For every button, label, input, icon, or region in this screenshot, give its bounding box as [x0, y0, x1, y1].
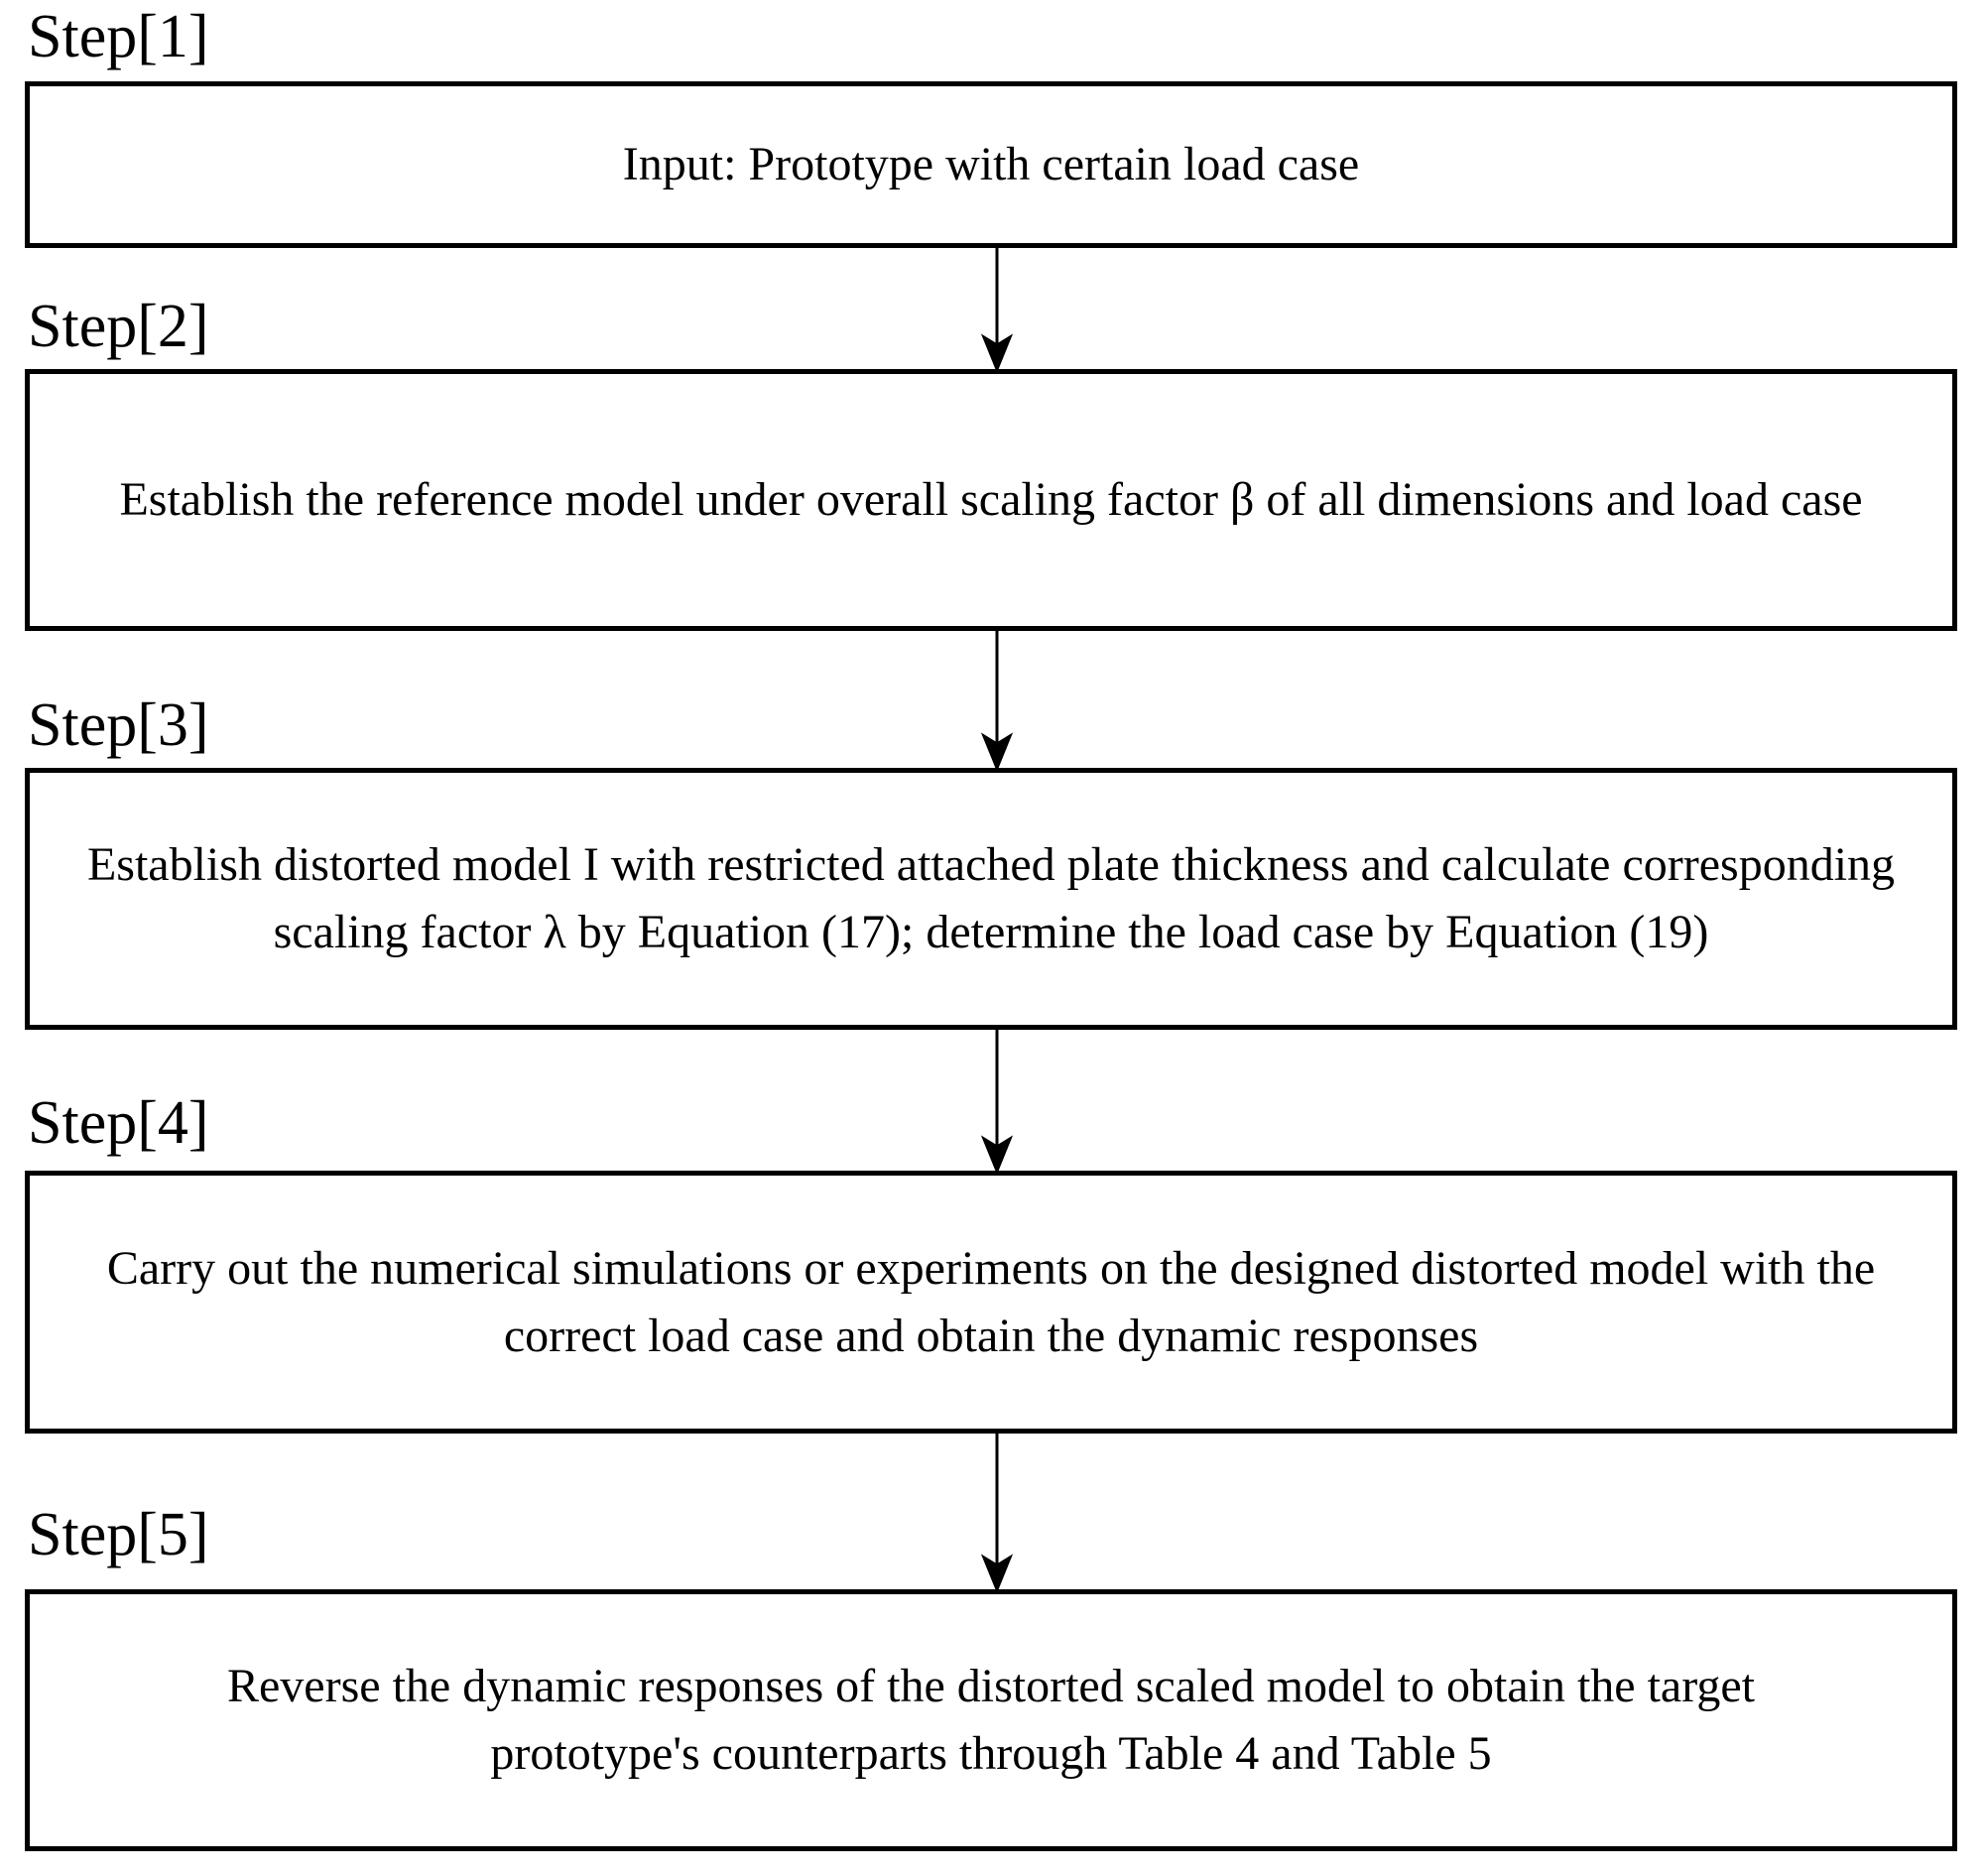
step-4-label: Step[4]	[28, 1089, 209, 1157]
step-1-box: Input: Prototype with certain load case	[25, 81, 1957, 248]
step-4-text: Carry out the numerical simulations or e…	[106, 1241, 1876, 1362]
step-5-box: Reverse the dynamic responses of the dis…	[25, 1589, 1957, 1851]
step-3-label: Step[3]	[28, 691, 209, 759]
arrow-1-2-head	[980, 333, 1014, 373]
step-5-label: Step[5]	[28, 1501, 209, 1568]
arrow-3-4-head	[980, 1135, 1014, 1175]
arrow-2-3-head	[980, 732, 1014, 772]
step-5-text: Reverse the dynamic responses of the dis…	[226, 1660, 1755, 1780]
step-2-text: Establish the reference model under over…	[119, 473, 1863, 526]
arrow-4-5-head	[980, 1554, 1014, 1593]
step-4-box: Carry out the numerical simulations or e…	[25, 1171, 1957, 1434]
step-2-label: Step[2]	[28, 293, 209, 360]
step-1-text: Input: Prototype with certain load case	[622, 138, 1360, 190]
step-3-box: Establish distorted model I with restric…	[25, 768, 1957, 1030]
step-1-label: Step[1]	[28, 3, 209, 70]
step-3-text: Establish distorted model I with restric…	[86, 838, 1896, 958]
step-2-box: Establish the reference model under over…	[25, 369, 1957, 631]
